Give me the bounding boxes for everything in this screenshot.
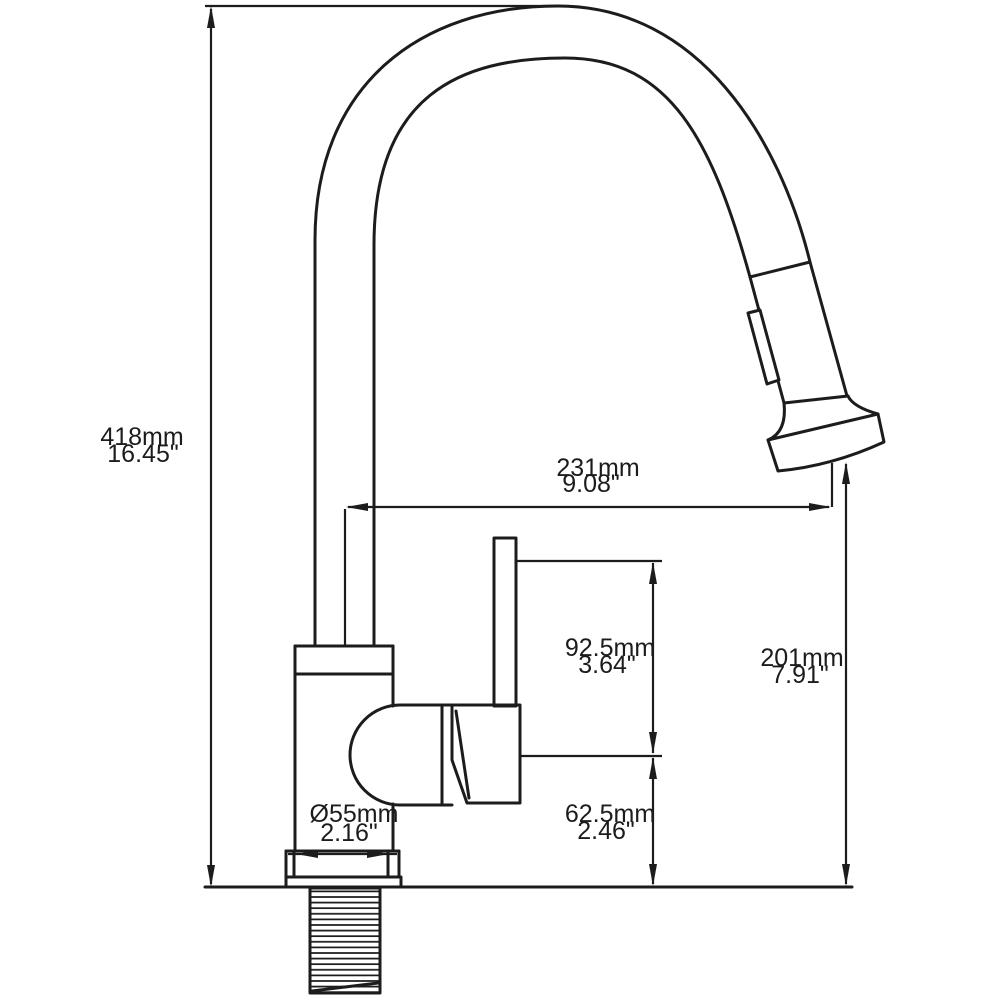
dimension-arrow-up: [207, 6, 215, 28]
dimension-label-metric: 418mm: [100, 423, 183, 451]
dimension-spout-reach: 231mm 9.08": [343, 454, 834, 646]
dimension-outlet-height: 201mm 7.91": [760, 462, 850, 886]
handle-base: [450, 703, 522, 805]
spray-head: [746, 260, 886, 473]
dimension-label-imperial: 2.46": [577, 817, 635, 845]
handle: [450, 536, 522, 805]
dimension-handle-section: 92.5mm 3.64": [517, 559, 662, 754]
dimension-arrow-up: [649, 562, 657, 584]
spout-inner-curve: [372, 56, 752, 648]
shank-thread-runout: [310, 981, 380, 993]
dimension-arrow-down: [649, 732, 657, 754]
spray-head-body-right-edge: [808, 260, 849, 398]
threaded-shank: [308, 886, 382, 995]
valve-housing-bulge: [348, 703, 454, 807]
dimension-body-lower: 62.5mm 2.46": [521, 754, 662, 886]
dimension-arrow-up: [649, 757, 657, 779]
dimension-label-metric: 201mm: [760, 644, 843, 672]
dimension-arrow-down: [649, 864, 657, 886]
dimension-label-metric: 62.5mm: [565, 800, 655, 828]
dimension-arrow-right: [809, 503, 831, 511]
dimension-label-imperial: 16.45": [107, 440, 178, 468]
spray-head-neck-right: [846, 394, 880, 416]
dimension-arrow-left: [346, 503, 368, 511]
dimension-label-metric: Ø55mm: [310, 800, 399, 828]
dimension-label-metric: 231mm: [556, 454, 639, 482]
spout-outer-curve: [313, 4, 812, 648]
dimension-arrow-down: [207, 865, 215, 887]
dimension-base-diameter: Ø55mm 2.16": [288, 800, 398, 858]
handle-base-front-edge: [454, 709, 471, 800]
shank-outline: [308, 886, 382, 995]
dimension-label-imperial: 3.64": [578, 651, 636, 679]
spray-head-button: [746, 308, 781, 386]
dimension-arrow-right: [367, 850, 389, 858]
spray-head-neck-left: [766, 401, 786, 442]
dimension-label-imperial: 9.08": [562, 470, 620, 498]
dimension-label-imperial: 2.16": [320, 819, 378, 847]
dimension-overall-height: 418mm 16.45": [100, 4, 562, 887]
handle-lever-bar: [492, 536, 518, 708]
faucet-spout: [313, 4, 812, 648]
shank-threads: [310, 888, 380, 993]
spray-head-collar-line: [782, 394, 850, 405]
dimension-label-imperial: 7.91": [771, 661, 829, 689]
spray-head-nozzle-rim: [766, 412, 886, 473]
dimension-arrow-down: [842, 864, 850, 886]
dimension-arrow-left: [296, 850, 318, 858]
dimension-arrow-up: [842, 462, 850, 484]
dimension-label-metric: 92.5mm: [565, 634, 655, 662]
faucet-body: [293, 644, 454, 853]
spray-head-joint-line: [748, 260, 812, 279]
mounting-base: [284, 849, 403, 889]
